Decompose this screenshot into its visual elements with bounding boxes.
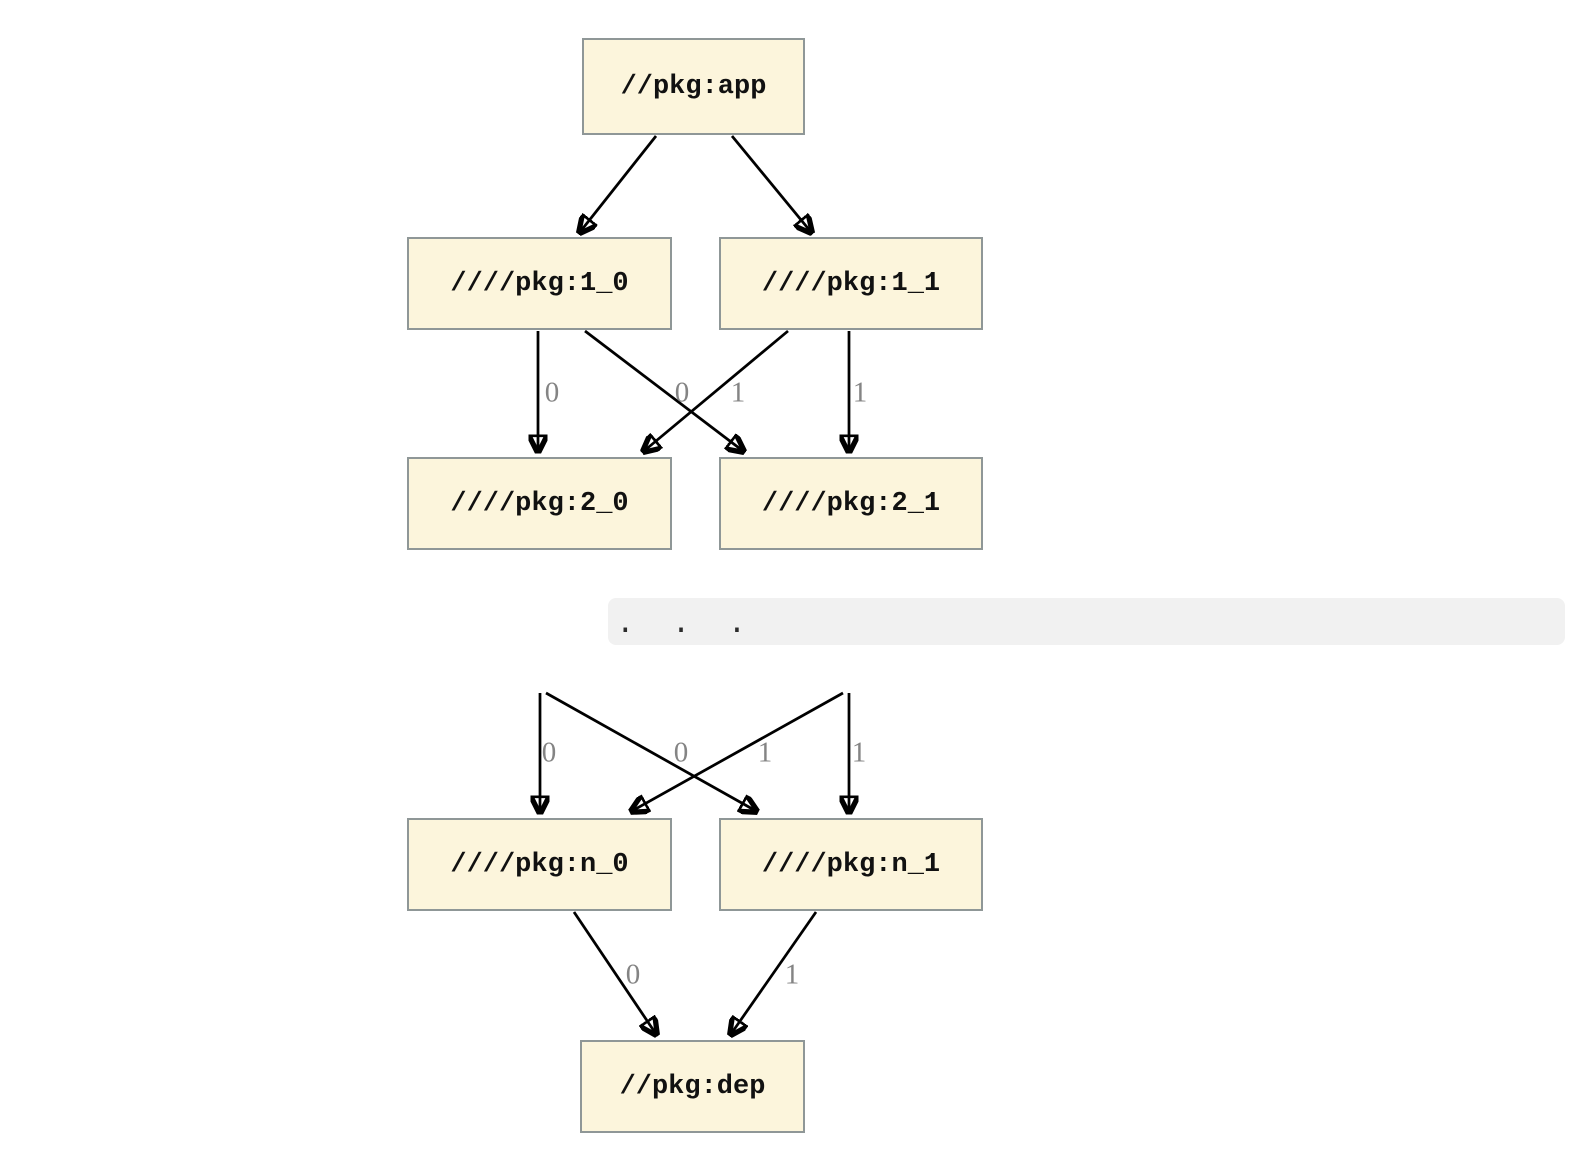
edge-label-1_0-2_1: 1 — [730, 376, 746, 409]
edge-label-1_1-2_0: 0 — [674, 376, 690, 409]
edge-label-n_0-dep: 0 — [625, 958, 641, 991]
ellipsis-bar: . . . — [608, 598, 1565, 645]
edge-1_0-to-2_1 — [584, 329, 743, 451]
edge-n_0-to-dep — [572, 911, 656, 1034]
edge-dots-to-n_1-cross — [545, 691, 756, 811]
edge-app-to-1_1 — [730, 135, 811, 232]
node-pkg-n_0: ////pkg:n_0 — [407, 818, 672, 911]
edge-n_1-to-dep — [731, 911, 818, 1034]
edge-label-n_1-dep: 1 — [784, 958, 800, 991]
node-pkg-n_1: ////pkg:n_1 — [719, 818, 983, 911]
node-pkg-dep: //pkg:dep — [580, 1040, 805, 1133]
edge-label-dots-n_1-cross: 1 — [757, 736, 773, 769]
node-pkg-1_1: ////pkg:1_1 — [719, 237, 983, 330]
node-pkg-2_0: ////pkg:2_0 — [407, 457, 672, 550]
edge-dots-to-n_0-cross — [632, 691, 844, 811]
node-pkg-app: //pkg:app — [582, 38, 805, 135]
edge-label-1_1-2_1: 1 — [852, 376, 868, 409]
edge-1_1-to-2_0 — [644, 329, 789, 451]
edge-label-dots-n_0-cross: 0 — [673, 736, 689, 769]
edge-label-dots-n_1: 1 — [851, 736, 867, 769]
ellipsis-text: . . . — [616, 607, 747, 642]
node-pkg-1_0: ////pkg:1_0 — [407, 237, 672, 330]
edge-label-dots-n_0: 0 — [541, 736, 557, 769]
edge-app-to-1_0 — [580, 135, 658, 232]
node-pkg-2_1: ////pkg:2_1 — [719, 457, 983, 550]
edge-label-1_0-2_0: 0 — [544, 376, 560, 409]
